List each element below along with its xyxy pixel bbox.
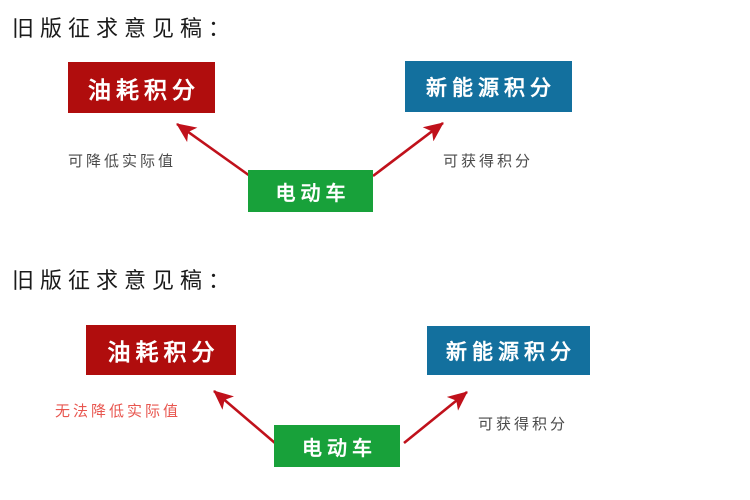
node-nev-credit-bottom: 新能源积分 <box>427 326 590 375</box>
diagram-title-top: 旧版征求意见稿： <box>12 16 237 41</box>
note-right-top: 可获得积分 <box>443 154 534 170</box>
arrow-bottom-ev-to-nev <box>403 390 468 445</box>
node-nev-credit-top: 新能源积分 <box>405 61 572 112</box>
node-fuel-credit-top: 油耗积分 <box>68 62 215 113</box>
arrow-bottom-ev-to-fuel <box>213 390 276 444</box>
arrow-top-ev-to-nev <box>372 121 444 178</box>
node-electric-vehicle-top: 电动车 <box>248 170 373 212</box>
note-right-bottom: 可获得积分 <box>478 417 569 433</box>
node-electric-vehicle-bottom: 电动车 <box>274 425 400 467</box>
note-left-bottom: 无法降低实际值 <box>55 404 182 420</box>
node-fuel-credit-bottom: 油耗积分 <box>86 325 236 375</box>
arrow-top-ev-to-fuel <box>176 122 251 178</box>
diagram-title-bottom: 旧版征求意见稿： <box>12 268 237 293</box>
note-left-top: 可降低实际值 <box>68 154 177 170</box>
